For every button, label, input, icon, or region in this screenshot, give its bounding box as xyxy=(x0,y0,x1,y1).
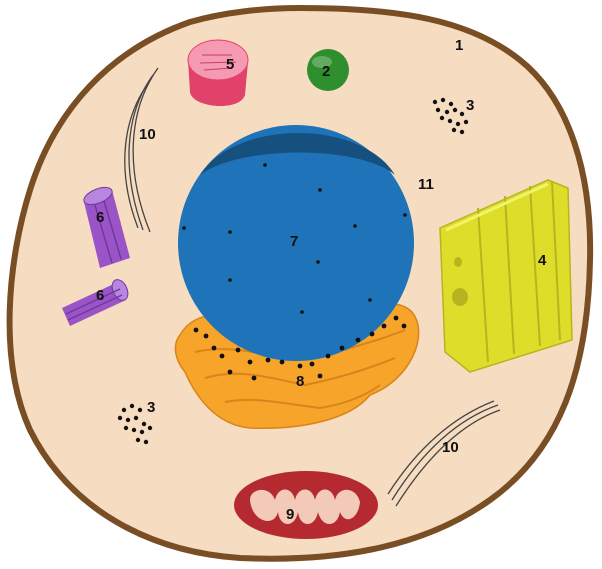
ribosome-dot xyxy=(147,425,153,431)
nucleus-speck xyxy=(228,278,232,282)
centriole-lower xyxy=(62,279,129,326)
label-centriole-lower: 6 xyxy=(96,287,104,304)
golgi-dot xyxy=(265,357,271,363)
ribosome-dot xyxy=(121,407,127,413)
ribosome-dot xyxy=(131,427,137,433)
filaments-right xyxy=(387,400,501,507)
golgi-dot xyxy=(369,331,375,337)
label-er: 4 xyxy=(538,252,547,269)
ribosome-dot xyxy=(123,425,129,431)
green-organelle xyxy=(307,49,349,91)
label-centriole-upper: 6 xyxy=(96,209,104,226)
golgi-dot xyxy=(401,323,407,329)
nucleus xyxy=(178,125,414,361)
golgi-dot xyxy=(317,373,323,379)
ribosome-dot xyxy=(459,129,465,135)
nucleus-speck xyxy=(318,188,322,192)
golgi-dot xyxy=(393,315,399,321)
label-nucleus: 7 xyxy=(290,233,298,250)
filaments-left xyxy=(124,67,159,233)
ribosome-dot xyxy=(452,107,458,113)
nucleus-speck xyxy=(300,310,304,314)
golgi-dot xyxy=(279,359,285,365)
golgi-dot xyxy=(219,353,225,359)
vacuole xyxy=(187,39,249,107)
golgi-dot xyxy=(325,353,331,359)
mitochondrion xyxy=(234,471,378,539)
ribosomes-right xyxy=(432,97,469,135)
er-stack xyxy=(439,179,573,373)
label-ribosomes-right: 3 xyxy=(466,97,474,114)
label-cell-membrane: 1 xyxy=(455,37,463,54)
nucleus-speck xyxy=(228,230,232,234)
label-green-organelle: 2 xyxy=(322,63,330,80)
nucleus-speck xyxy=(182,226,186,230)
ribosome-dot xyxy=(137,407,143,413)
label-filaments-left: 10 xyxy=(139,126,156,143)
nucleus-speck xyxy=(368,298,372,302)
ribosome-dot xyxy=(117,415,123,421)
label-vacuole: 5 xyxy=(226,56,234,73)
ribosome-dot xyxy=(435,107,441,113)
golgi-dot xyxy=(339,345,345,351)
ribosome-dot xyxy=(451,127,457,133)
ribosome-dot xyxy=(448,101,454,107)
label-mitochondrion: 9 xyxy=(286,506,294,523)
ribosome-dot xyxy=(444,109,450,115)
ribosome-dot xyxy=(135,437,141,443)
ribosome-dot xyxy=(141,421,147,427)
label-cytoplasm: 11 xyxy=(418,176,434,193)
golgi-dot xyxy=(381,323,387,329)
golgi-dot xyxy=(251,375,257,381)
golgi-dot xyxy=(235,347,241,353)
centriole-upper xyxy=(83,186,130,268)
ribosome-dot xyxy=(129,403,135,409)
ribosome-dot xyxy=(143,439,149,445)
nucleus-speck xyxy=(263,163,267,167)
golgi-dot xyxy=(211,345,217,351)
ribosome-dot xyxy=(133,415,139,421)
nucleus-speck xyxy=(316,260,320,264)
ribosome-dot xyxy=(139,429,145,435)
ribosome-dot xyxy=(447,118,453,124)
nucleus-speck xyxy=(353,224,357,228)
ribosome-dot xyxy=(125,417,131,423)
ribosome-dot xyxy=(432,99,438,105)
ribosomes-left xyxy=(117,403,153,445)
label-golgi: 8 xyxy=(296,373,304,390)
ribosome-dot xyxy=(440,97,446,103)
golgi-dot xyxy=(297,363,303,369)
golgi-dot xyxy=(355,337,361,343)
golgi-dot xyxy=(193,327,199,333)
nucleus-speck xyxy=(403,213,407,217)
golgi-dot xyxy=(203,333,209,339)
ribosome-dot xyxy=(459,111,465,117)
ribosome-dot xyxy=(463,119,469,125)
label-filaments-right: 10 xyxy=(442,439,459,456)
golgi-dot xyxy=(227,369,233,375)
label-ribosomes-left: 3 xyxy=(147,399,155,416)
ribosome-dot xyxy=(455,121,461,127)
golgi-ribosome-dots xyxy=(193,315,407,381)
ribosome-dot xyxy=(439,115,445,121)
golgi-dot xyxy=(247,359,253,365)
golgi-dot xyxy=(309,361,315,367)
